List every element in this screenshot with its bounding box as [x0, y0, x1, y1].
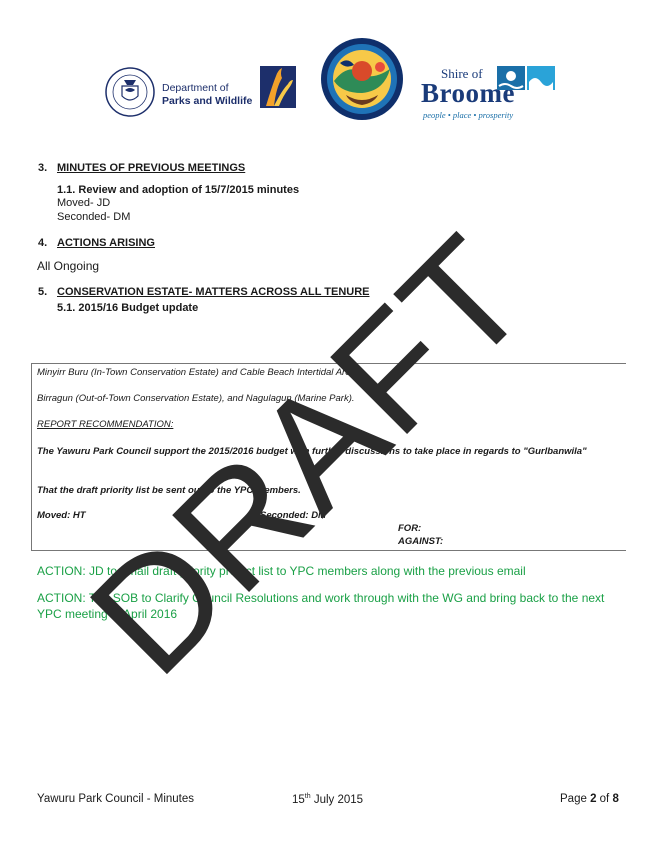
section-5-title: CONSERVATION ESTATE- MATTERS ACROSS ALL … [57, 286, 370, 298]
box-line-2: Birragun (Out-of-Town Conservation Estat… [37, 393, 355, 404]
section-3-heading: 3. MINUTES OF PREVIOUS MEETINGS [38, 162, 245, 174]
footer-page-prefix: Page [560, 793, 591, 805]
box-moved: Moved: HT [37, 510, 86, 521]
footer-date-suffix: th [304, 793, 311, 800]
section-4-number: 4. [38, 237, 48, 249]
section-5-item: 5.1. 2015/16 Budget update [57, 302, 199, 314]
section-4-heading: 4. ACTIONS ARISING [38, 237, 155, 249]
footer-date-rest: July 2015 [310, 793, 364, 806]
section-5-number: 5. [38, 286, 48, 298]
section-3-seconded: Seconded- DM [57, 211, 131, 223]
section-5-heading: 5. CONSERVATION ESTATE- MATTERS ACROSS AL… [38, 286, 370, 298]
footer-page-total: 8 [612, 793, 619, 805]
kangaroo-paw-icon [260, 66, 296, 108]
action-2: ACTION: The SOB to Clarify Council Resol… [37, 591, 605, 621]
recommendation-box [31, 363, 626, 551]
footer-title: Yawuru Park Council - Minutes [37, 793, 195, 805]
shire-of-broome-logo: Shire of Broome people • place • prosper… [421, 64, 561, 124]
box-line-1: Minyirr Buru (In-Town Conservation Estat… [37, 367, 356, 378]
recommendation-text-2: That the draft priority list be sent out… [37, 485, 301, 496]
recommendation-text: The Yawuru Park Council support the 2015… [37, 446, 587, 457]
report-recommendation-heading: REPORT RECOMMENDATION: [37, 419, 174, 430]
footer-page-number: Page 2 of 8 [560, 793, 619, 805]
dpaw-line1: Department of [162, 82, 229, 94]
vote-for: FOR: [398, 523, 422, 534]
vote-against: AGAINST: [398, 536, 444, 547]
section-4-title: ACTIONS ARISING [57, 237, 155, 249]
box-seconded: Seconded: DM [260, 510, 326, 521]
dpaw-line2: Parks and Wildlife [162, 95, 253, 107]
broome-wave-icon [497, 66, 555, 90]
footer-page-of: of [596, 793, 613, 805]
section-3-item: 1.1. Review and adoption of 15/7/2015 mi… [57, 184, 300, 196]
footer-page-current: 2 [590, 793, 597, 805]
broome-shire-label: Shire of [441, 66, 483, 81]
yawuru-logo-icon [321, 38, 403, 120]
action-1: ACTION: JD to email draft priority proje… [37, 564, 526, 578]
wa-crest-icon [105, 67, 155, 117]
dpaw-wordmark: Department of Parks and Wildlife [162, 82, 252, 108]
section-3-moved: Moved- JD [57, 197, 111, 209]
footer-date: 15th July 2015 [292, 793, 363, 806]
section-3-title: MINUTES OF PREVIOUS MEETINGS [57, 162, 246, 174]
dpaw-logo: Department of Parks and Wildlife [104, 66, 296, 122]
section-4-body: All Ongoing [37, 259, 100, 273]
footer-date-day: 15 [292, 793, 305, 806]
broome-tagline: people • place • prosperity [423, 110, 514, 120]
section-3-number: 3. [38, 162, 48, 174]
